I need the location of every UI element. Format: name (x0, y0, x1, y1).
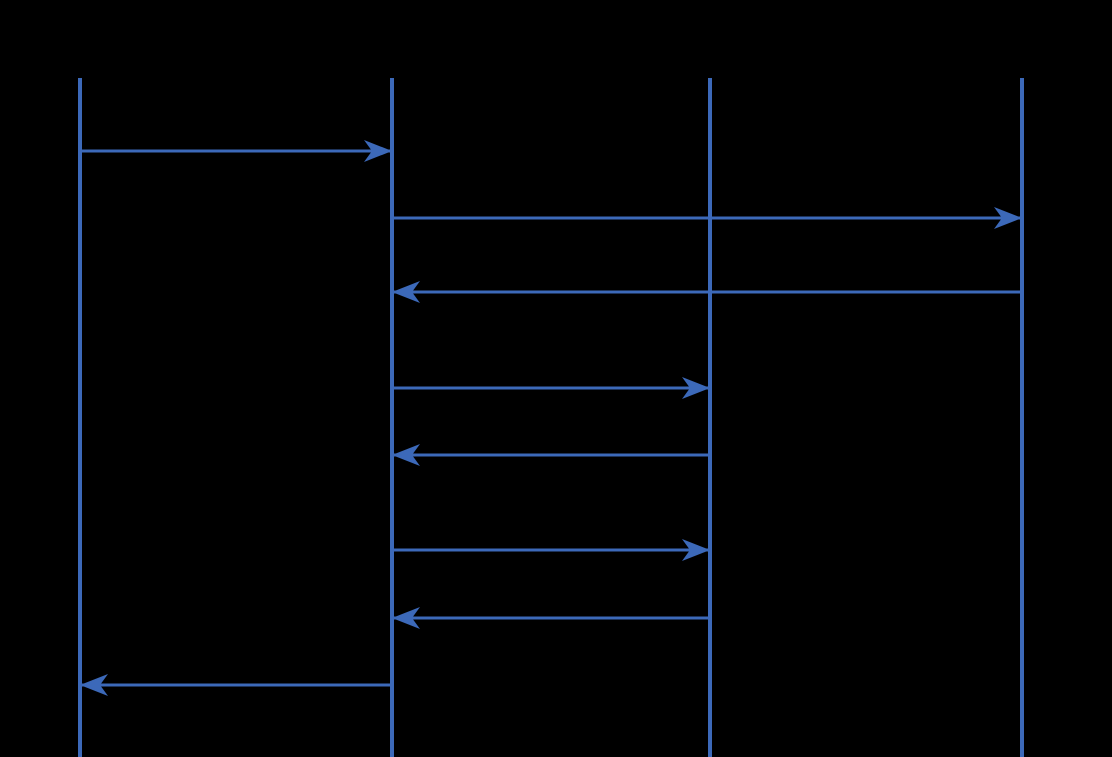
messages-group (80, 140, 1022, 696)
lifelines-group (78, 78, 1024, 757)
